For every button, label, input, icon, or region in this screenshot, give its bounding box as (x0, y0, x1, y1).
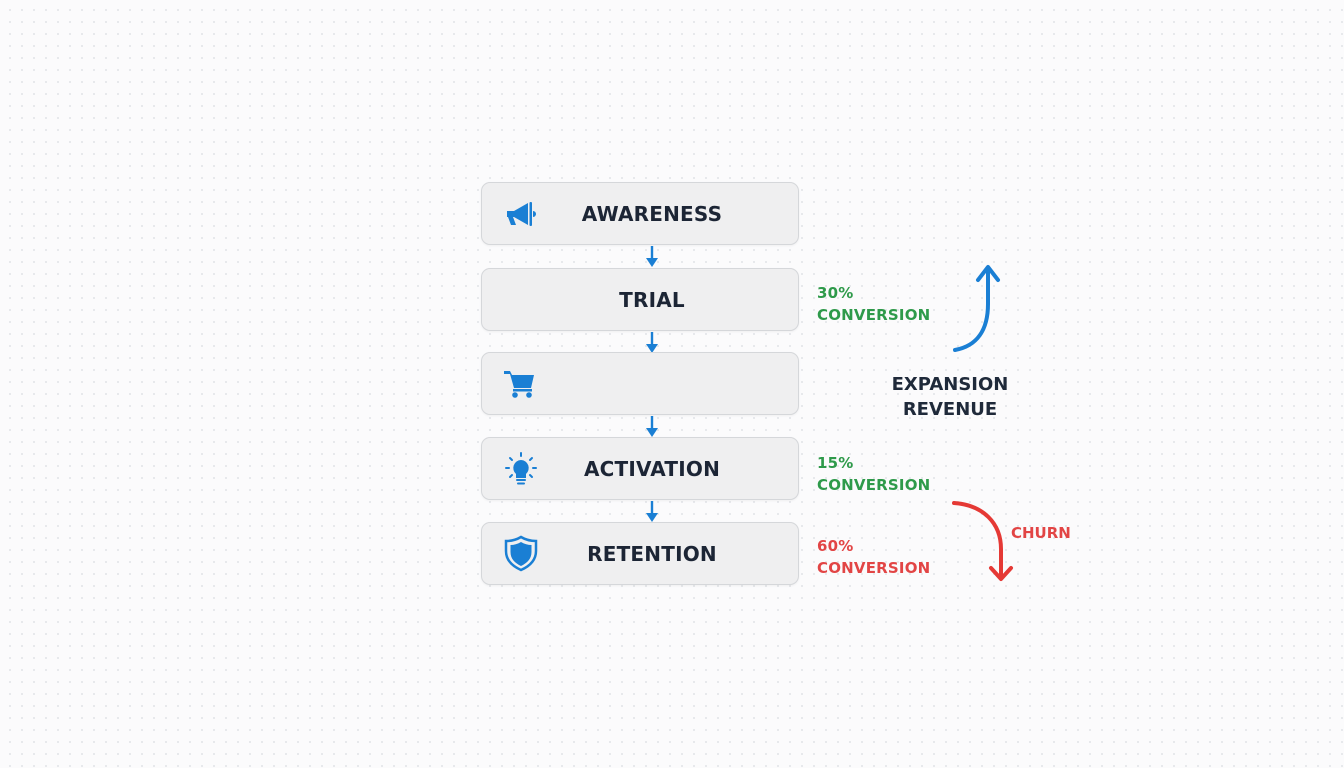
flow-arrow (644, 416, 660, 438)
expansion-label-line1: EXPANSION (891, 374, 1009, 395)
stage-label: AWARENESS (581, 201, 723, 226)
churn-label: CHURN (1011, 524, 1071, 542)
stage-label (482, 353, 798, 414)
conversion-label: CONVERSION (817, 476, 931, 494)
stage-trial[interactable]: TRIAL (481, 268, 799, 331)
stage-retention[interactable]: RETENTION (481, 522, 799, 585)
conversion-percent: 15% (817, 454, 854, 472)
flow-arrow (644, 246, 660, 268)
flow-arrow (644, 332, 660, 354)
stage-label: ACTIVATION (583, 456, 721, 481)
conversion-label: CONVERSION (817, 559, 931, 577)
churn-arrow-icon (952, 501, 1013, 581)
shield-icon (502, 534, 540, 572)
shopping-cart-icon (502, 363, 540, 401)
conversion-label: CONVERSION (817, 306, 931, 324)
flow-arrow (644, 501, 660, 523)
conversion-percent: 60% (817, 537, 854, 555)
activation-conversion-annotation: 15% CONVERSION (817, 452, 930, 496)
conversion-percent: 30% (817, 284, 854, 302)
expansion-revenue-label: EXPANSION REVENUE (878, 372, 1022, 422)
lightbulb-icon (502, 451, 540, 489)
trial-conversion-annotation: 30% CONVERSION (817, 282, 930, 326)
expansion-arrow-icon (953, 265, 1000, 352)
stage-label: RETENTION (587, 541, 717, 566)
stage-activation[interactable]: ACTIVATION (481, 437, 799, 500)
expansion-label-line2: REVENUE (902, 399, 998, 420)
stage-purchase[interactable] (481, 352, 799, 415)
megaphone-icon (502, 196, 540, 234)
retention-conversion-annotation: 60% CONVERSION (817, 535, 930, 579)
stage-awareness[interactable]: AWARENESS (481, 182, 799, 245)
stage-label: TRIAL (619, 287, 685, 312)
